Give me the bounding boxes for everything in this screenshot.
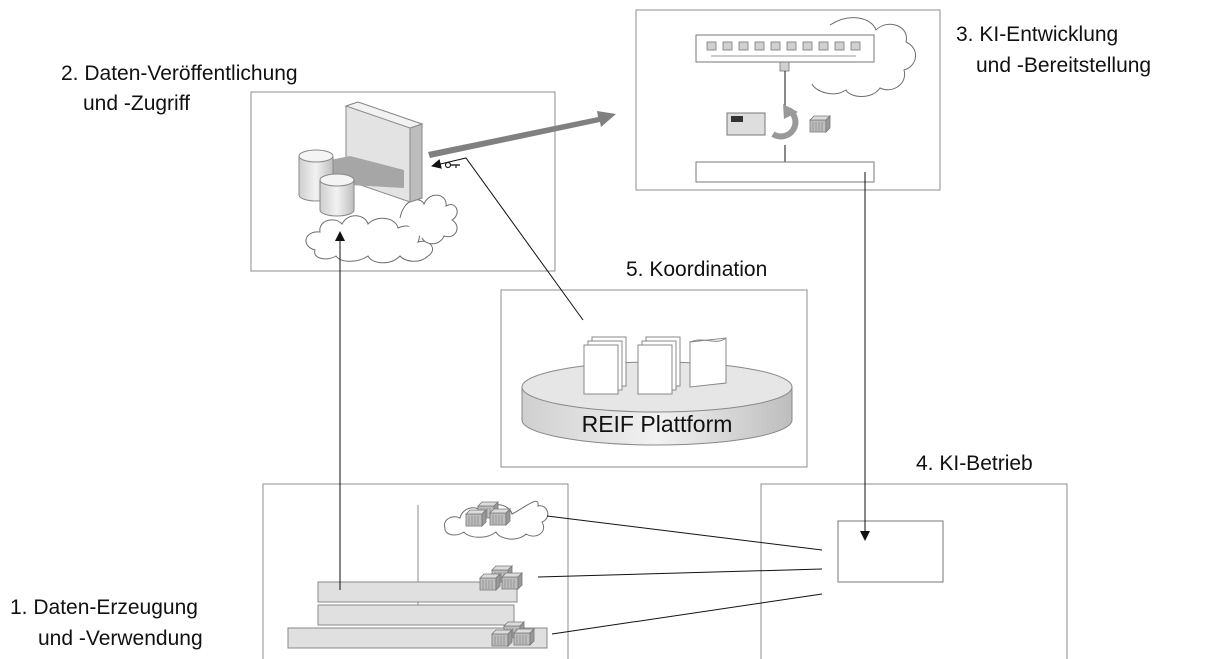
stage4-label: 4. KI-Betrieb <box>916 452 1033 475</box>
stage2-label-line1: 2. Daten-Veröffentlichung <box>61 62 298 85</box>
server-stack-icon <box>491 629 513 647</box>
server-stack-icon <box>479 573 501 591</box>
cloud-icon <box>305 215 433 264</box>
document-icon <box>583 336 627 395</box>
server-stack-icon <box>513 628 535 646</box>
arrow-coordination-to-access <box>431 157 584 321</box>
database-icon <box>319 173 355 217</box>
platform-label: REIF Plattform <box>582 411 733 437</box>
server-stack-icon <box>809 115 831 133</box>
data-flow-arrow <box>428 111 616 158</box>
stage5-box <box>500 289 808 468</box>
stage3-box <box>635 9 941 191</box>
stage3-label-line1: 3. KI-Entwicklung <box>956 23 1118 46</box>
link-cloud-to-operation <box>546 515 823 551</box>
cycle-arrow-icon <box>771 104 799 140</box>
link-row-to-operation <box>551 593 823 635</box>
server-stack-icon <box>465 509 487 527</box>
stage3-label-line2: und -Bereitstellung <box>976 54 1151 77</box>
network-switch-icon <box>695 34 875 72</box>
stage2-label-line2: und -Zugriff <box>83 92 190 115</box>
stage1-box <box>262 483 569 659</box>
server-stack-icon <box>501 572 523 590</box>
link-server-to-operation <box>537 568 823 578</box>
server-stack-icon <box>489 508 511 526</box>
stage1-label-line2: und -Verwendung <box>38 627 203 650</box>
stage5-label: 5. Koordination <box>626 258 767 281</box>
stage1-label-line1: 1. Daten-Erzeugung <box>10 596 198 619</box>
document-icon <box>689 337 727 388</box>
document-icon <box>637 336 681 395</box>
stage4-box <box>760 483 1068 659</box>
stage2-box <box>250 91 556 272</box>
